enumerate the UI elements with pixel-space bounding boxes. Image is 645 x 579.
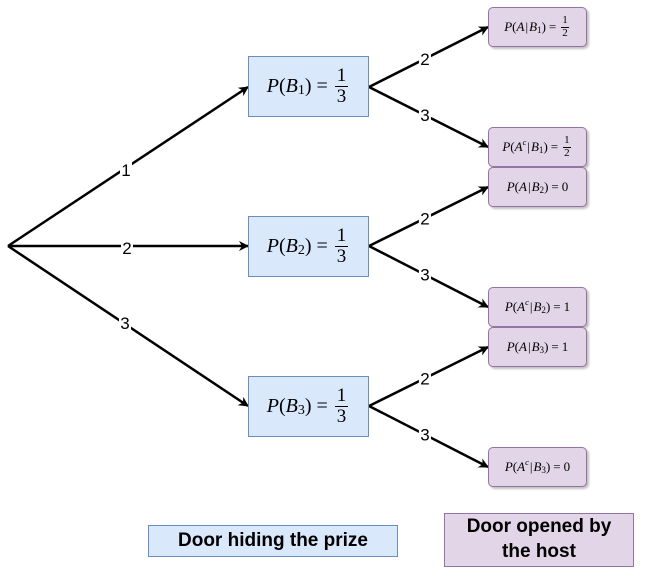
- edge-label-door-2: 2: [122, 239, 131, 258]
- edge-label-host-3-3-bg: [418, 424, 431, 445]
- legend-prize-door: Door hiding the prize: [148, 525, 398, 557]
- edge-label-host-2-2: 2: [420, 209, 429, 228]
- edge-label-host-1-3-bg: [418, 105, 431, 126]
- edge-label-host-2-3: 3: [420, 266, 429, 285]
- edge-label-host-2-2-bg: [418, 208, 431, 229]
- edge-label-host-1-2-bg: [418, 48, 431, 69]
- legend-host-door: Door opened by the host: [444, 513, 634, 567]
- edge-label-door-1-bg: [120, 160, 132, 180]
- edge-label-door-2-bg: [121, 238, 133, 258]
- edge-label-door-3: 3: [120, 314, 129, 333]
- edge-label-host-1-2: 2: [420, 50, 429, 69]
- edge-label-door-3-bg: [119, 313, 131, 333]
- edge-label-host-1-3: 3: [420, 106, 429, 125]
- edge-label-host-3-3: 3: [420, 426, 429, 445]
- edge-label-door-1: 1: [121, 161, 130, 180]
- edge-label-host-3-2: 2: [420, 369, 429, 388]
- legend-host-line1: Door opened by: [466, 516, 612, 538]
- edge-label-host-2-3-bg: [418, 264, 431, 285]
- edge-label-host-3-2-bg: [418, 368, 431, 389]
- legend-host-line2: the host: [502, 541, 576, 562]
